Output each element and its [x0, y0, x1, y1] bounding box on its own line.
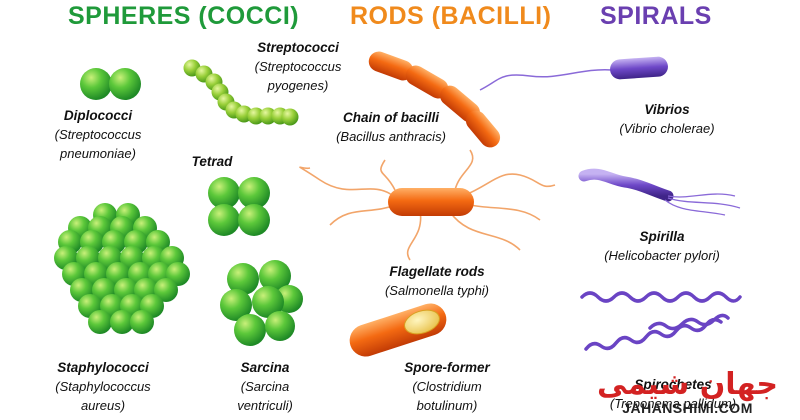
diplococci-name: Diplococci	[63, 108, 133, 123]
streptococci-label: Streptococci (Streptococcus pyogenes)	[228, 38, 368, 95]
streptococci-species-line2: pyogenes)	[267, 78, 329, 93]
spirillum-illustration	[578, 168, 741, 216]
spirilla-label: Spirilla (Helicobacter pylori)	[582, 227, 742, 265]
spirilla-name: Spirilla	[639, 229, 685, 244]
tetrad-illustration	[208, 177, 270, 236]
chain-of-bacilli-name: Chain of bacilli	[342, 110, 439, 125]
diplococci-species-line1: (Streptococcus	[54, 127, 142, 142]
spore-former-species-line2: botulinum)	[416, 398, 478, 413]
diplococci-species-line2: pneumoniae)	[60, 146, 136, 161]
spore-former-name: Spore-former	[404, 360, 490, 375]
flagellate-rod-illustration	[299, 149, 556, 261]
streptococci-species-line1: (Streptococcus	[254, 59, 342, 74]
staphylococci-name: Staphylococci	[57, 360, 149, 375]
streptococci-name: Streptococci	[257, 40, 339, 55]
spirochetes-name: Spirochetes	[634, 377, 712, 392]
staphylococci-species-line2: aureus)	[80, 398, 126, 413]
staphylococci-illustration	[54, 203, 190, 334]
coccus-cell	[281, 108, 299, 126]
spirochetes-label: Spirochetes (Treponema pallidum)	[598, 375, 748, 413]
flagellate-rods-name: Flagellate rods	[389, 264, 485, 279]
vibrios-label: Vibrios (Vibrio cholerae)	[592, 100, 742, 138]
chain-of-bacilli-label: Chain of bacilli (Bacillus anthracis)	[316, 108, 466, 146]
sarcina-species-line2: ventriculi)	[237, 398, 293, 413]
site-watermark: جهان شیمی JAHANSHIMI.COM	[597, 367, 778, 417]
vibrio-illustration	[479, 56, 668, 91]
coccus-cell	[88, 310, 112, 334]
spheres-cocci-heading: SPHERES (COCCI)	[68, 2, 300, 30]
flagellate-rods-label: Flagellate rods (Salmonella typhi)	[362, 262, 512, 300]
diplococci-illustration	[80, 68, 141, 100]
sarcina-illustration	[220, 260, 303, 346]
spirilla-species: (Helicobacter pylori)	[604, 248, 720, 263]
coccus-cell	[154, 278, 178, 302]
sarcina-name: Sarcina	[240, 360, 290, 375]
staphylococci-label: Staphylococci (Staphylococcus aureus)	[28, 358, 178, 415]
spirals-heading: SPIRALS	[600, 2, 712, 30]
chain-of-bacilli-species: (Bacillus anthracis)	[336, 129, 446, 144]
chain-of-bacilli-illustration	[368, 51, 501, 148]
rods-bacilli-heading: RODS (BACILLI)	[350, 2, 552, 30]
coccus-cell	[130, 310, 154, 334]
diplococci-label: Diplococci (Streptococcus pneumoniae)	[28, 106, 168, 163]
spore-former-species-line1: (Clostridium	[412, 379, 482, 394]
vibrios-species: (Vibrio cholerae)	[619, 121, 715, 136]
watermark-persian-text: جهان شیمی	[597, 367, 778, 402]
sarcina-species-line1: (Sarcina	[240, 379, 290, 394]
streptococci-illustration	[183, 59, 299, 126]
tetrad-label: Tetrad	[172, 152, 252, 171]
sarcina-label: Sarcina (Sarcina ventriculi)	[210, 358, 320, 415]
spirochetes-species: (Treponema pallidum)	[609, 396, 737, 411]
coccus-cell	[110, 310, 134, 334]
coccus-cell	[259, 107, 277, 125]
spirochetes-illustration	[580, 291, 742, 351]
staphylococci-species-line1: (Staphylococcus	[55, 379, 151, 394]
tetrad-name: Tetrad	[191, 154, 233, 169]
spore-former-illustration	[349, 303, 447, 357]
vibrios-name: Vibrios	[644, 102, 690, 117]
spore-former-label: Spore-former (Clostridium botulinum)	[372, 358, 522, 415]
watermark-latin-text: JAHANSHIMI.COM	[622, 400, 753, 416]
coccus-cell	[247, 107, 265, 125]
flagellate-rods-species: (Salmonella typhi)	[384, 283, 490, 298]
